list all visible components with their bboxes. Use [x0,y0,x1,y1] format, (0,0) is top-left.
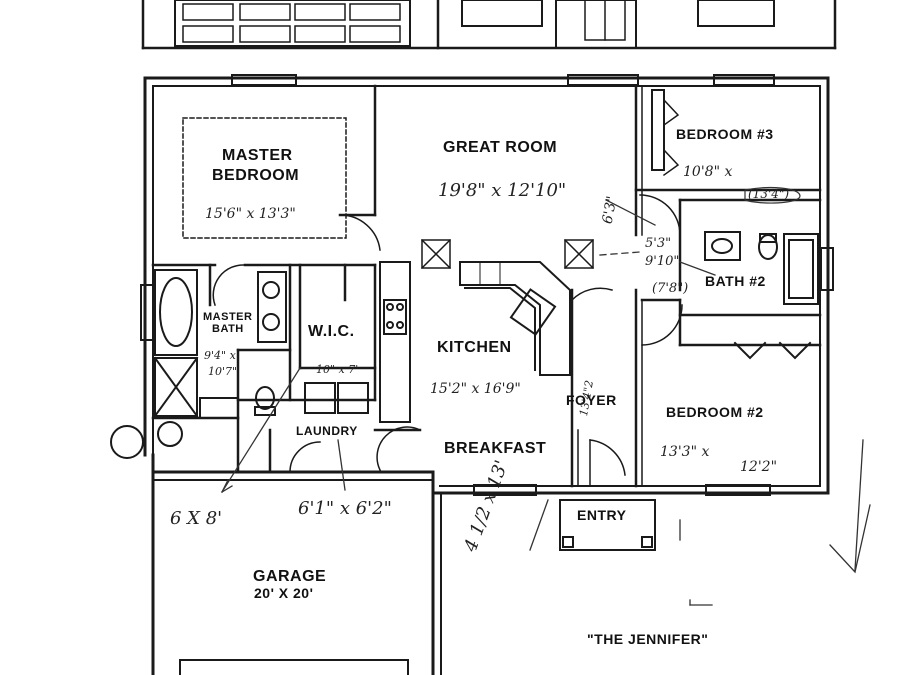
master-bedroom-label-1: MASTER [222,147,293,164]
plan-name: "THE JENNIFER" [587,631,709,647]
bedroom3-dims: 10'8" x [683,164,733,180]
master-bath-dims-1: 9'4" x [204,349,236,362]
elevation-strip [141,0,837,50]
closet-note: 6 X 8' [170,508,223,529]
wic-label: W.I.C. [308,323,355,340]
foyer-label: FOYER [566,392,617,408]
master-bath-dims-2: 10'7" [208,365,238,378]
garage-door [179,659,409,675]
bedroom2-dims-2: 12'2" [740,459,778,475]
bedroom3-label: BEDROOM #3 [676,126,774,142]
bath2-dims-2: 9'10" [645,254,680,269]
bath2-dims-1: 5'3" [645,236,672,251]
bedroom2-dims-1: 13'3" x [660,444,710,460]
kitchen-dims: 15'2" x 16'9" [430,381,521,397]
entry-label: ENTRY [577,507,627,523]
laundry-label: LAUNDRY [296,424,358,438]
entry-porch [559,499,656,551]
garage-dims: 20' X 20' [254,585,314,601]
bedroom3-note: (13'4") [748,187,790,201]
great-room-dims: 19'8" x 12'10" [438,180,567,201]
master-bath-label-1: MASTER [203,311,253,323]
laundry-dims: 6'1" x 6'2" [298,498,392,519]
master-bath-label-2: BATH [212,323,244,335]
hose-bib-right [157,421,183,447]
master-bath-fixtures [153,269,369,419]
master-bedroom-label-2: BEDROOM [212,167,300,184]
bath2-note: (7'8") [652,281,689,296]
wic-dims: 10" x 7' [316,363,359,376]
hose-bib-left [110,425,144,459]
windows [140,74,834,496]
bath2-label: BATH #2 [705,273,766,289]
bath2-fixtures [704,231,819,360]
bed-outline [182,117,347,239]
bedroom2-label: BEDROOM #2 [666,404,764,420]
master-bedroom-dims: 15'6" x 13'3" [205,206,296,222]
hand-annotations [221,186,871,606]
garage-label: GARAGE [253,568,327,585]
kitchen-cabinets [379,261,571,423]
kitchen-label: KITCHEN [437,339,512,356]
bedroom3-closet [651,89,680,177]
ceiling-marks [420,238,595,270]
interior-walls [151,84,822,488]
breakfast-label: BREAKFAST [444,440,547,457]
great-room-label: GREAT ROOM [443,139,558,156]
